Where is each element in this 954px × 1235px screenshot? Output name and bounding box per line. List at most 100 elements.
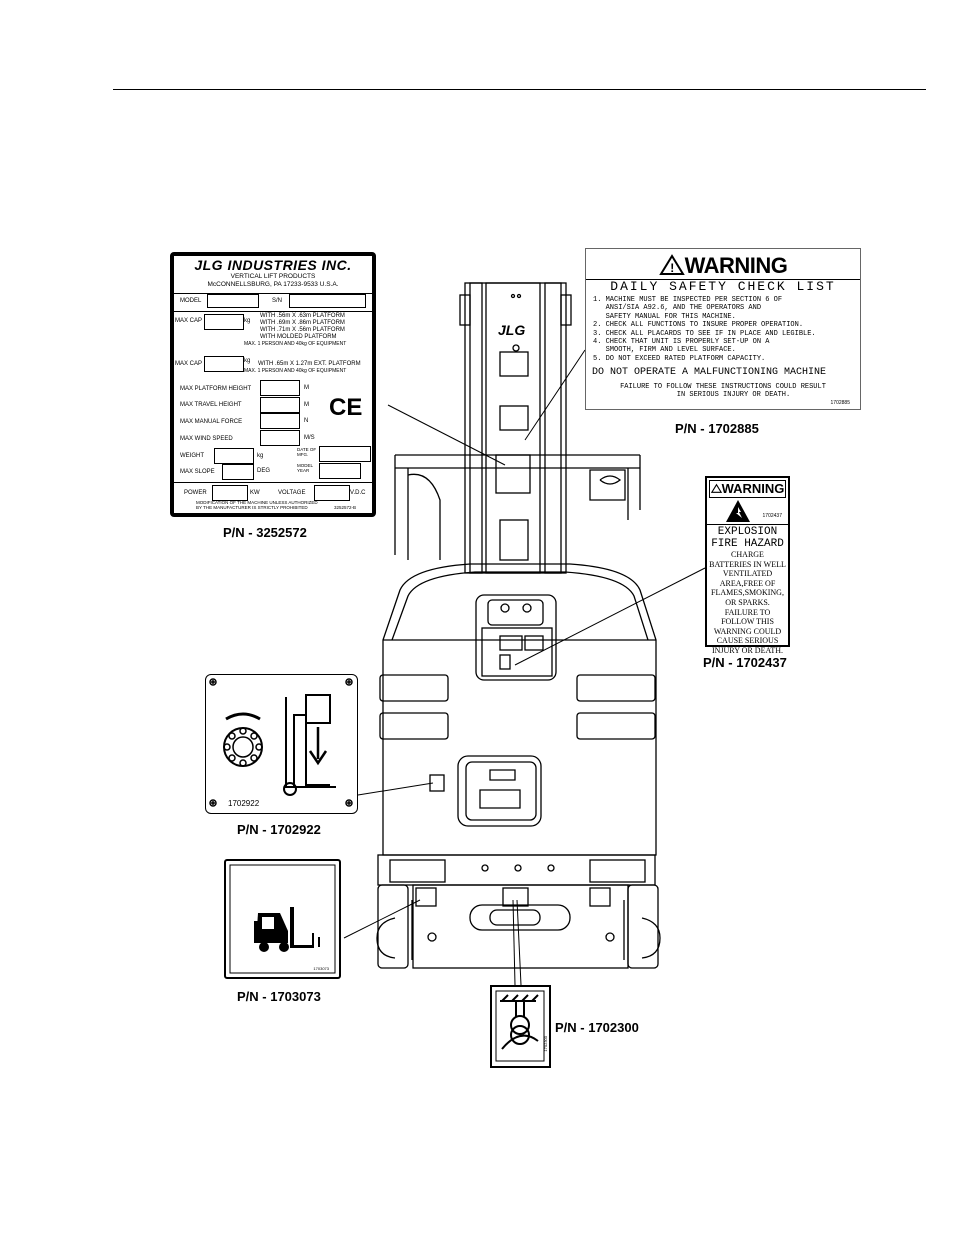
explosion-hazard-icon [726, 500, 750, 522]
plate-header: JLG INDUSTRIES INC. VERTICAL LIFT PRODUC… [174, 256, 372, 294]
plate-weight-box [214, 448, 254, 464]
checklist-warning-word: WARNING [684, 253, 788, 278]
explosion-warning-header: WARNING [709, 480, 786, 498]
leader-forklift [343, 899, 421, 939]
plate-company: JLG INDUSTRIES INC. [194, 257, 352, 273]
plate-maxph-label: MAX PLATFORM HEIGHT [180, 386, 252, 392]
plate-maxws-label: MAX WIND SPEED [180, 436, 233, 442]
plate-maxth-label: MAX TRAVEL HEIGHT [180, 402, 242, 408]
plate-modelyear-box [319, 463, 361, 479]
explosion-big2: FIRE HAZARD [711, 538, 784, 550]
manual-lowering-icon [209, 678, 353, 807]
tiedown-number: 1702300 [543, 1036, 548, 1052]
leader-lowering [357, 782, 434, 796]
plate-maxcap2-box [204, 356, 244, 372]
explosion-decal: WARNING 1702437 EXPLOSION FIRE HAZARD CH… [705, 476, 790, 655]
warning-triangle-icon: ! [658, 254, 685, 275]
mast-logo: JLG [498, 322, 525, 338]
explosion-body: CHARGE BATTERIES IN WELL VENTILATED AREA… [709, 550, 786, 655]
plate-cap2-line1: WITH .65m X 1.27m EXT. PLATFORM [258, 361, 361, 367]
leader-explosion [514, 567, 706, 666]
explosion-text: EXPLOSION FIRE HAZARD CHARGE BATTERIES I… [709, 526, 786, 656]
explosion-number: 1702437 [762, 513, 782, 519]
checklist-warning-header: ! WARNING [586, 253, 860, 280]
pn-label-lowering: P/N - 1702922 [237, 822, 321, 837]
checklist-decal: ! WARNING DAILY SAFETY CHECK LIST 1. MACH… [585, 248, 861, 410]
plate-kg1: kg [244, 318, 251, 324]
plate-code: 3252572-B [334, 505, 357, 510]
plate-division: VERTICAL LIFT PRODUCTS [230, 273, 316, 281]
explosion-big1: EXPLOSION [717, 526, 778, 538]
checklist-fail: FAILURE TO FOLLOW THESE INSTRUCTIONS COU… [620, 383, 826, 400]
checklist-number: 1702885 [830, 400, 850, 406]
plate-mod-line2: BY THE MANUFACTURER IS STRICTLY PROHIBIT… [196, 505, 308, 510]
plate-maxph-unit: M [304, 385, 309, 391]
plate-mod-line1: MODIFICATION OF THE MACHINE UNLESS AUTHO… [196, 500, 318, 505]
forklift-number: 1703073 [313, 966, 329, 971]
ground-panel [457, 755, 542, 827]
lowering-number: 1702922 [228, 799, 260, 808]
warning-triangle-icon [710, 483, 722, 493]
tiedown-icon [495, 990, 545, 1062]
chassis [382, 563, 657, 856]
plate-power-label: POWER [184, 490, 207, 496]
ce-mark: CE [329, 394, 363, 421]
plate-model-label: MODEL [180, 298, 202, 304]
explosion-warning-word: WARNING [721, 481, 785, 496]
plate-cap-line1: WITH .56m X .63m PLATFORM [260, 313, 345, 319]
plate-maxth-box [260, 397, 300, 413]
svg-text:!: ! [670, 261, 674, 275]
checklist-stop: DO NOT OPERATE A MALFUNCTIONING MACHINE [592, 367, 827, 378]
plate-weight-label: WEIGHT [180, 453, 204, 459]
plate-maxcap-label: MAX CAP [175, 318, 203, 324]
plate-maxmf-unit: N [304, 418, 309, 424]
plate-model-box [207, 294, 259, 308]
plate-maxws-unit: M/S [304, 435, 315, 441]
plate-sn-label: S/N [272, 298, 283, 304]
pn-label-forklift: P/N - 1703073 [237, 989, 321, 1004]
manual-lowering-decal: 1702922 [205, 674, 358, 814]
tiedown-decal: 1702300 [490, 985, 551, 1068]
plate-power-box [212, 485, 248, 501]
plate-voltage-label: VOLTAGE [278, 490, 306, 496]
forklift-icon [229, 864, 336, 974]
plate-weight-unit: kg [257, 453, 264, 459]
pn-label-checklist: P/N - 1702885 [675, 421, 759, 436]
plate-maxth-unit: M [304, 402, 309, 408]
plate-deg: DEG [257, 468, 271, 474]
plate-modelyear-label: MODEL YEAR [297, 463, 313, 473]
plate-maxcap2-label: MAX CAP [175, 361, 203, 367]
plate-kw: KW [250, 490, 260, 496]
pn-label-explosion: P/N - 1702437 [703, 655, 787, 670]
leader-tiedown [516, 899, 522, 986]
plate-maxcap-box [204, 314, 244, 330]
leader-plate [387, 404, 506, 466]
plate-cap-line3: WITH .71m X .56m PLATFORM [260, 327, 345, 333]
serial-plate-decal: JLG INDUSTRIES INC. VERTICAL LIFT PRODUC… [170, 252, 376, 517]
plate-maxph-box [260, 380, 300, 396]
plate-vdc: V.D.C [350, 490, 366, 496]
base-chassis [412, 884, 629, 969]
plate-voltage-box [314, 485, 350, 501]
plate-maxws-box [260, 430, 300, 446]
checklist-items: 1. MACHINE MUST BE INSPECTED PER SECTION… [593, 296, 816, 363]
plate-cap-line5: MAX. 1 PERSON AND 40kg OF EQUIPMENT [244, 341, 347, 347]
plate-address: McCONNELLSBURG, PA 17233-9533 U.S.A. [207, 280, 339, 288]
pn-label-tiedown: P/N - 1702300 [555, 1020, 639, 1035]
header-rule [113, 89, 926, 90]
forklift-decal: 1703073 [224, 859, 341, 979]
plate-maxmf-box [260, 413, 300, 429]
checklist-title: DAILY SAFETY CHECK LIST [610, 279, 836, 294]
plate-cap-line4: WITH MOLDED PLATFORM [260, 334, 337, 340]
control-box [475, 594, 557, 681]
leader-checklist [524, 349, 586, 441]
pn-label-plate: P/N - 3252572 [223, 525, 307, 540]
plate-maxslope-label: MAX SLOPE [180, 469, 215, 475]
plate-maxslope-box [222, 464, 254, 480]
plate-maxmf-label: MAX MANUAL FORCE [180, 419, 243, 425]
plate-cap2-line2: MAX. 1 PERSON AND 40kg OF EQUIPMENT [244, 368, 347, 374]
plate-cap-line2: WITH .69m X .86m PLATFORM [260, 320, 345, 326]
plate-sn-box [289, 294, 366, 308]
plate-datemfg-label: DATE OF MFG. [297, 447, 317, 457]
